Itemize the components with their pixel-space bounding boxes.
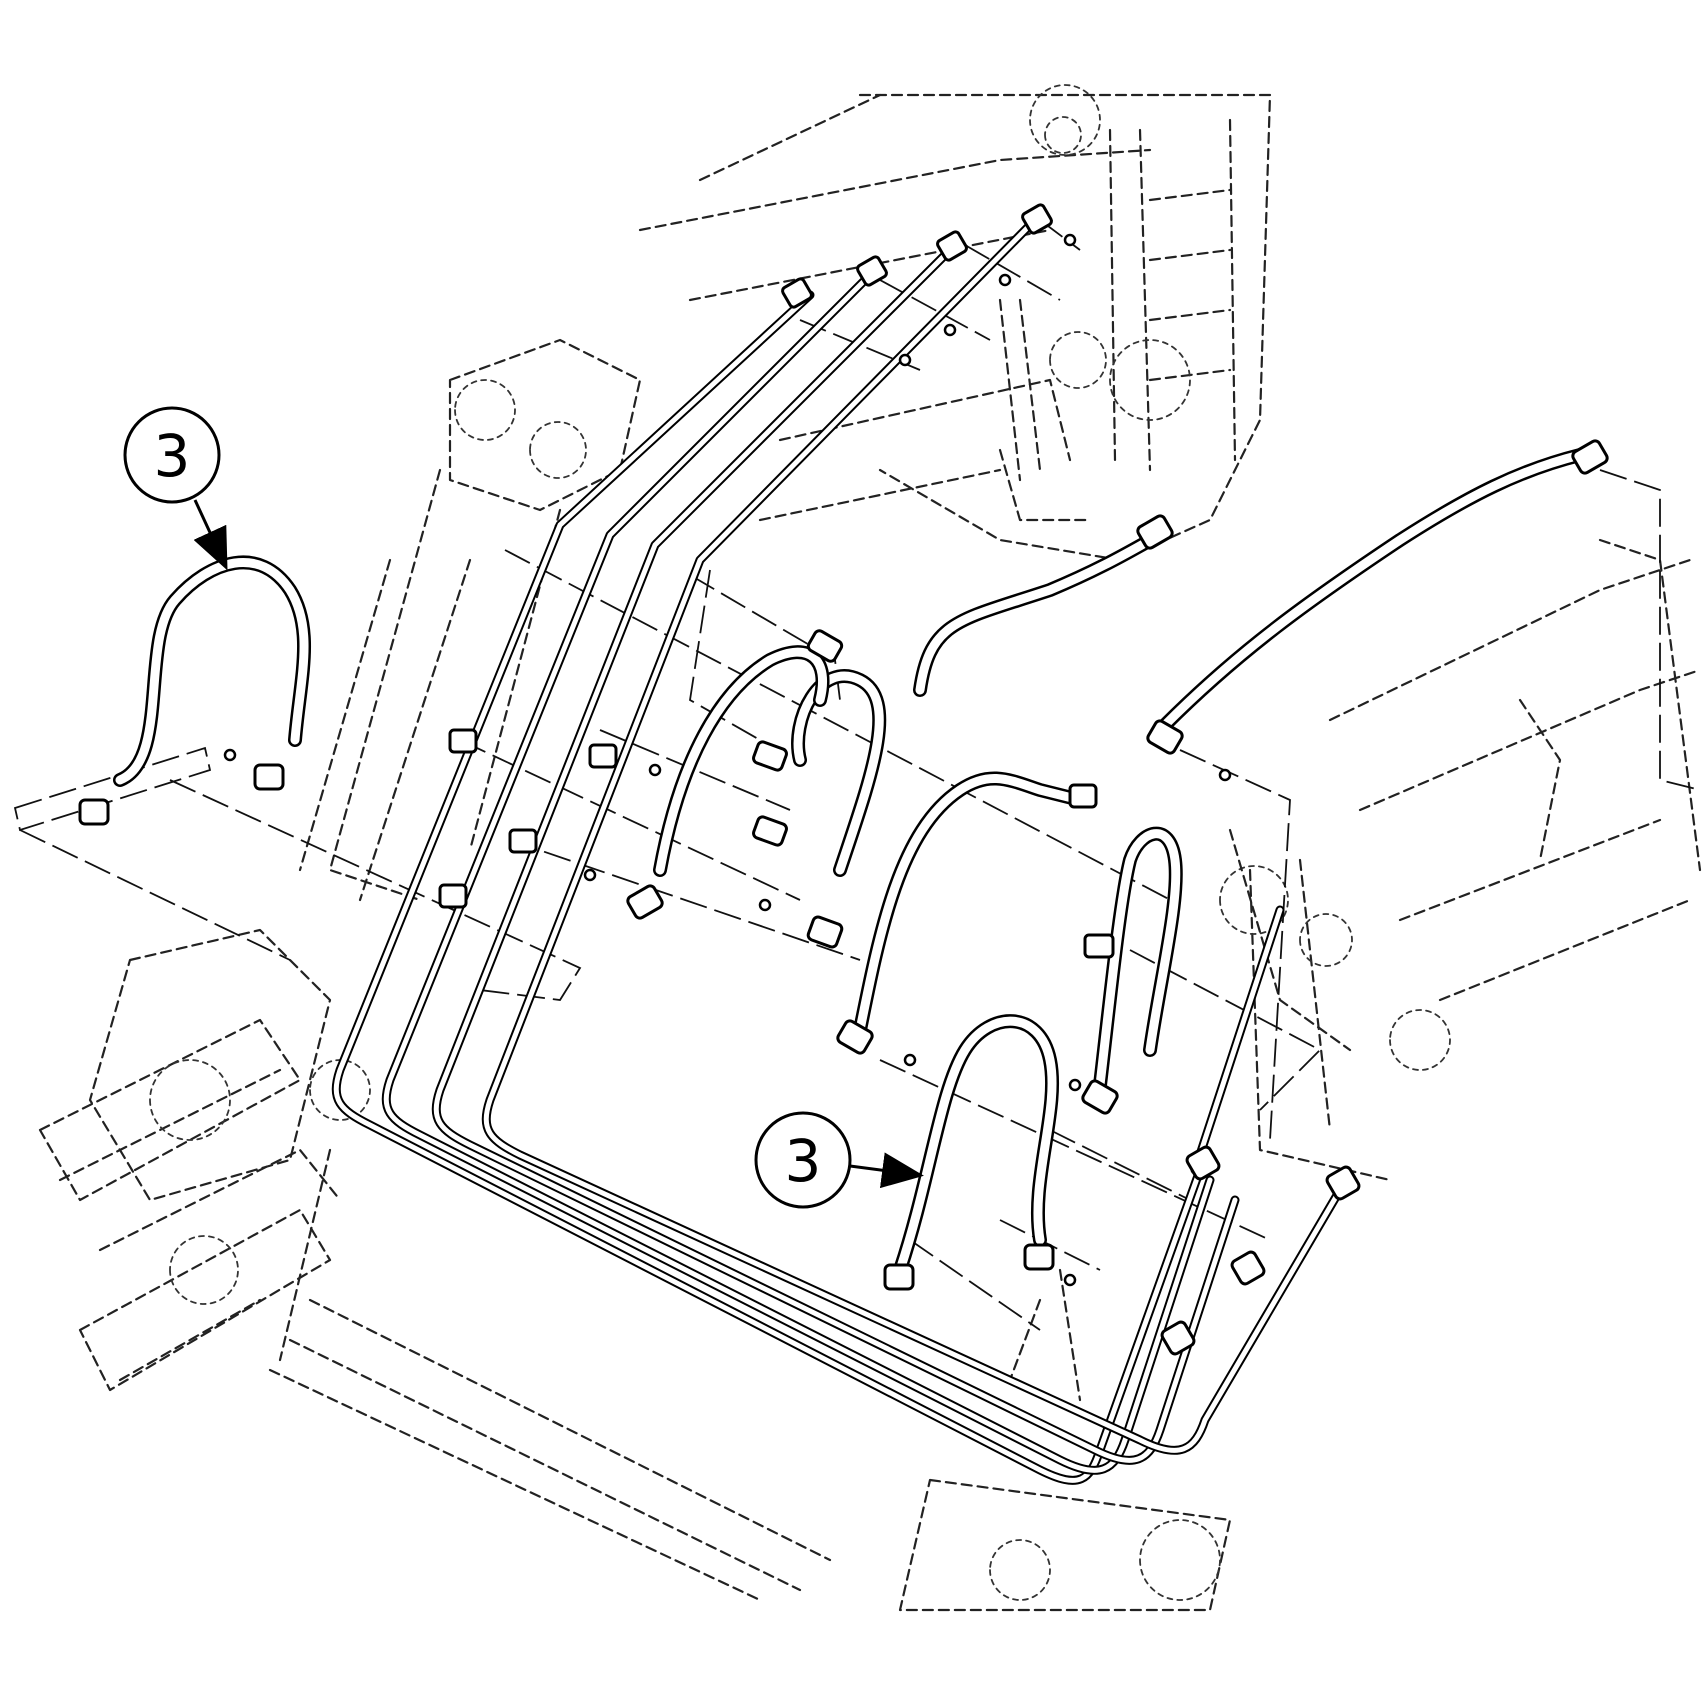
hose-long-right (1158, 448, 1587, 732)
hose-mid-loop (653, 528, 1167, 877)
callout-3-center-label: 3 (785, 1127, 822, 1195)
washers (223, 233, 1232, 1287)
callout-3-left: 3 (123, 406, 228, 571)
callout-3-center: 3 (754, 1111, 924, 1209)
fittings (78, 203, 1609, 1356)
hose-center-callout (893, 1014, 1060, 1277)
hose-left-callout (113, 555, 311, 787)
rigid-tube-bundle (331, 215, 1345, 1485)
callout-3-left-label: 3 (154, 422, 191, 490)
hose-right-loop (853, 771, 1183, 1092)
